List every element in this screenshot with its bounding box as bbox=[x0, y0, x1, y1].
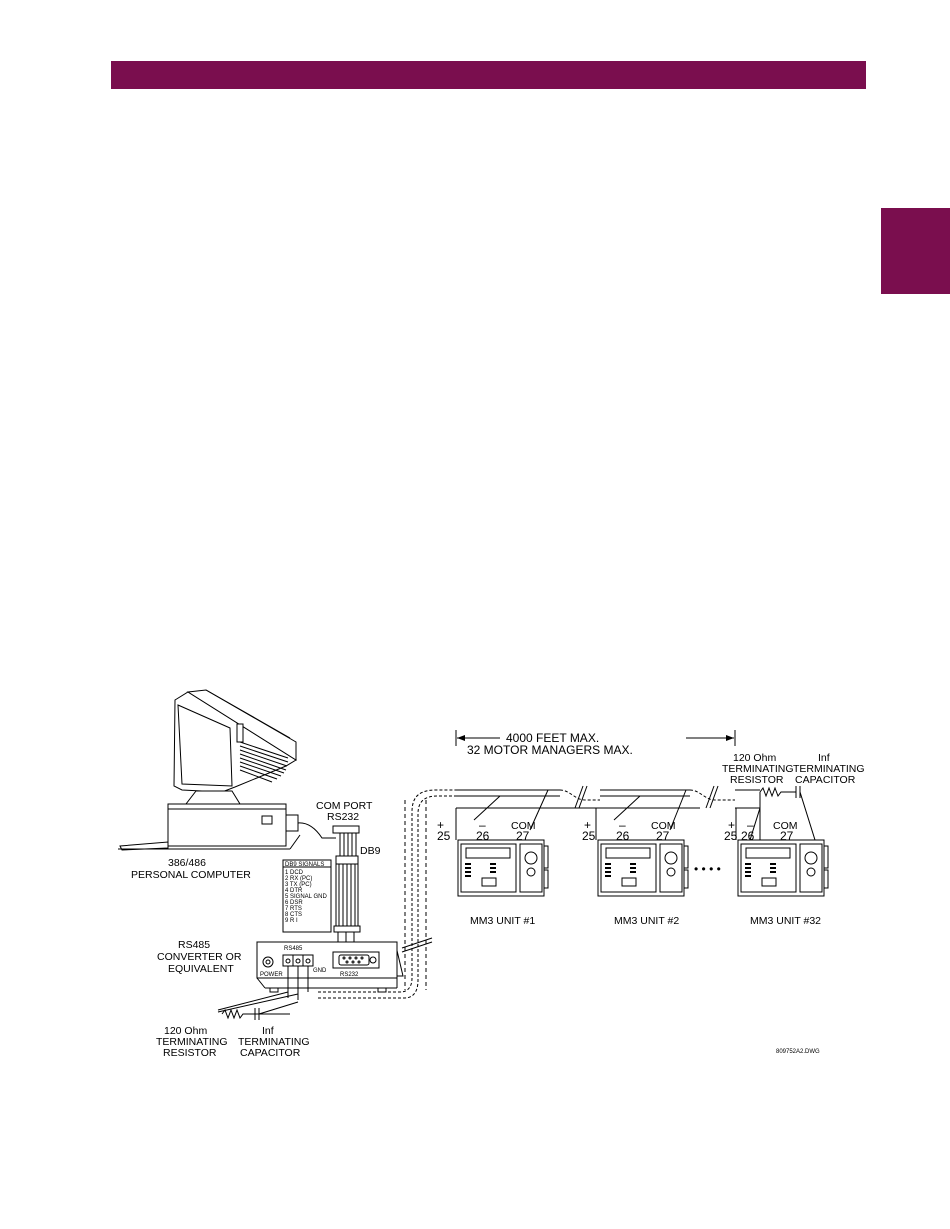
unit32-plus: + bbox=[728, 818, 735, 832]
converter-label-3: EQUIVALENT bbox=[168, 963, 234, 975]
unit1-t27: 27 bbox=[516, 829, 530, 843]
rs485-bus bbox=[455, 785, 760, 809]
rs485-converter bbox=[256, 941, 404, 993]
signals-title: DB9 SIGNALS bbox=[285, 862, 324, 868]
end-resistor-label-2: TERMINATING bbox=[722, 763, 794, 775]
signal-9: 9 R I bbox=[285, 918, 298, 924]
unit2-t25: 25 bbox=[582, 829, 596, 843]
signal-8: 8 CTS bbox=[285, 912, 302, 918]
unit1-t26: 26 bbox=[476, 829, 490, 843]
mm3-unit-32 bbox=[735, 807, 829, 897]
com-port-type: RS232 bbox=[327, 811, 359, 823]
length-dimension bbox=[455, 730, 736, 746]
signal-5: 5 SIGNAL GND bbox=[285, 894, 327, 900]
unit-limit-label: 32 MOTOR MANAGERS MAX. bbox=[467, 743, 633, 757]
db9-label: DB9 bbox=[360, 845, 381, 857]
converter-label-2: CONVERTER OR bbox=[157, 951, 242, 963]
header-bar bbox=[111, 61, 866, 89]
signal-7: 7 RTS bbox=[285, 906, 302, 912]
signal-6: 6 DSR bbox=[285, 900, 303, 906]
converter-termination bbox=[217, 966, 309, 1020]
end-termination bbox=[759, 786, 816, 841]
unit1-t25: 25 bbox=[437, 829, 451, 843]
end-capacitor-label-3: CAPACITOR bbox=[795, 774, 856, 786]
rs232-port-label: RS232 bbox=[340, 972, 359, 978]
unit32-minus: – bbox=[747, 818, 754, 832]
gnd-label: GND bbox=[313, 968, 327, 974]
unit1-label: MM3 UNIT #1 bbox=[470, 915, 535, 927]
signal-4: 4 DTR bbox=[285, 888, 303, 894]
pc-model-label: 386/486 bbox=[168, 857, 206, 869]
unit2-label: MM3 UNIT #2 bbox=[614, 915, 679, 927]
unit2-minus: – bbox=[619, 818, 626, 832]
end-resistor-label-3: RESISTOR bbox=[730, 774, 784, 786]
unit32-label: MM3 UNIT #32 bbox=[750, 915, 821, 927]
power-label: POWER bbox=[260, 972, 283, 978]
unit32-t27: 27 bbox=[780, 829, 794, 843]
conv-resistor-label-2: TERMINATING bbox=[156, 1036, 228, 1048]
mm3-unit-1 bbox=[455, 789, 549, 897]
unit2-plus: + bbox=[584, 818, 591, 832]
unit1-minus: – bbox=[479, 818, 486, 832]
signal-3: 3 TX (PC) bbox=[285, 882, 312, 888]
signal-2: 2 RX (PC) bbox=[285, 876, 312, 882]
com-port-label: COM PORT bbox=[316, 800, 373, 812]
unit1-plus: + bbox=[437, 818, 444, 832]
unit32-t26: 26 bbox=[741, 829, 755, 843]
unit32-com: COM bbox=[773, 820, 798, 832]
personal-computer bbox=[118, 689, 336, 851]
signal-1: 1 DCD bbox=[285, 870, 304, 876]
conv-capacitor-label-1: Inf bbox=[262, 1025, 274, 1037]
end-capacitor-label-1: Inf bbox=[818, 752, 830, 764]
pc-label: PERSONAL COMPUTER bbox=[131, 869, 251, 881]
unit1-com: COM bbox=[511, 820, 536, 832]
rs485-port-label: RS485 bbox=[284, 946, 303, 952]
more-units-ellipsis: • • • • bbox=[694, 862, 721, 876]
unit2-t27: 27 bbox=[656, 829, 670, 843]
conv-capacitor-label-3: CAPACITOR bbox=[240, 1047, 301, 1059]
db9-cable bbox=[332, 825, 361, 952]
db9-signal-table: DB9 SIGNALS 1 DCD 2 RX (PC) 3 TX (PC) 4 … bbox=[282, 859, 332, 933]
conv-resistor-label-1: 120 Ohm bbox=[164, 1025, 207, 1037]
drawing-id: 809752A2.DWG bbox=[776, 1049, 820, 1055]
conv-capacitor-label-2: TERMINATING bbox=[238, 1036, 310, 1048]
mm3-unit-2 bbox=[595, 789, 689, 897]
converter-label-1: RS485 bbox=[178, 939, 210, 951]
unit32-t25: 25 bbox=[724, 829, 738, 843]
unit2-t26: 26 bbox=[616, 829, 630, 843]
end-resistor-label-1: 120 Ohm bbox=[733, 752, 776, 764]
conv-resistor-label-3: RESISTOR bbox=[163, 1047, 217, 1059]
twisted-pair-cable bbox=[318, 789, 455, 999]
chapter-tab bbox=[881, 208, 950, 294]
length-limit-label: 4000 FEET MAX. bbox=[506, 731, 599, 745]
end-capacitor-label-2: TERMINATING bbox=[793, 763, 865, 775]
unit2-com: COM bbox=[651, 820, 676, 832]
